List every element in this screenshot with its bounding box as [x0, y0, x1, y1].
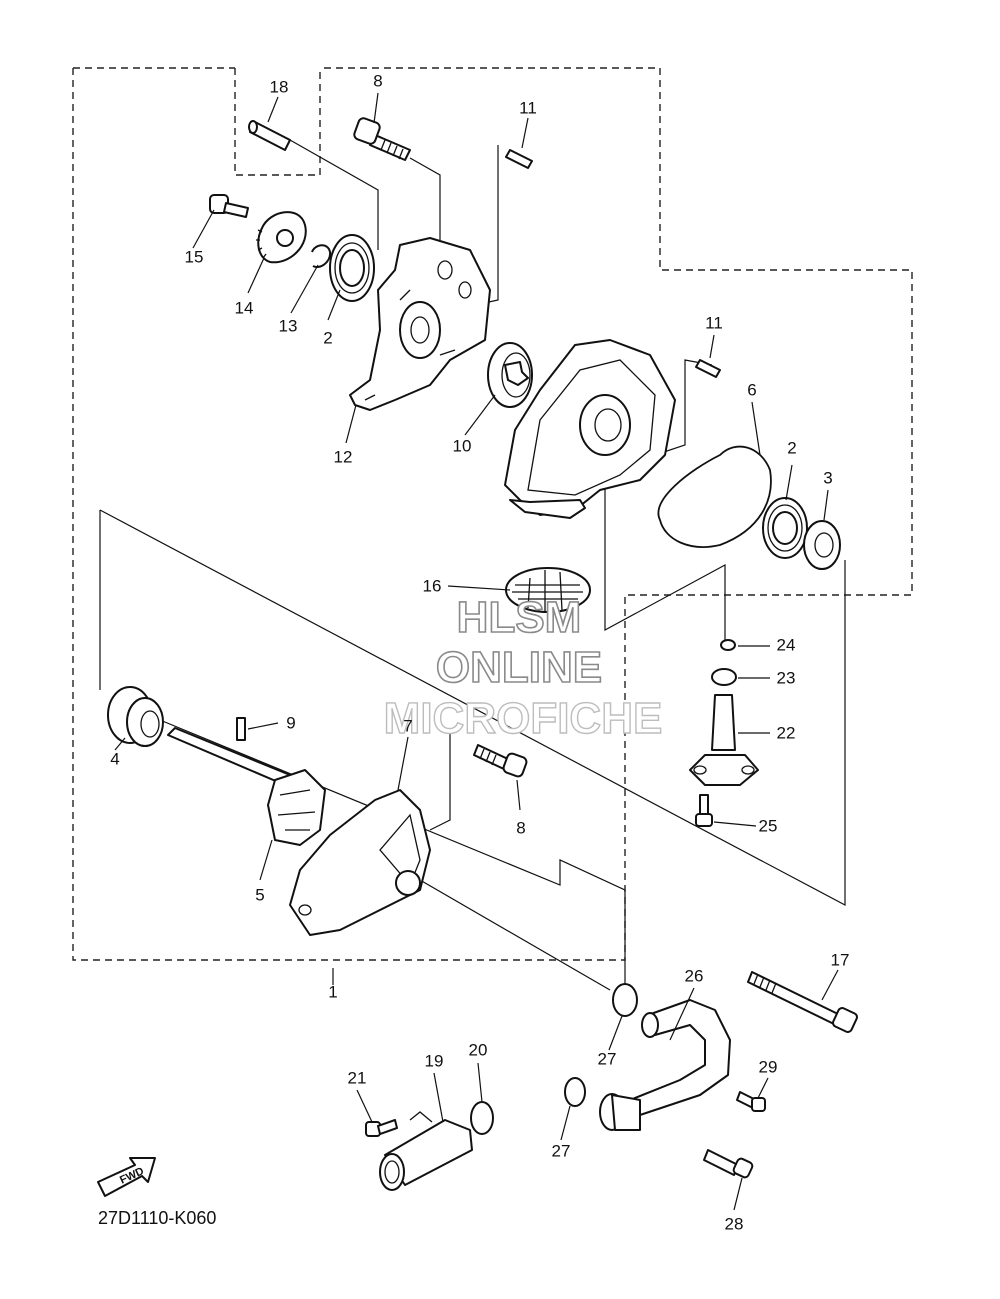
- callout-label: 15: [185, 247, 204, 266]
- part-12-pump-housing: [349, 237, 491, 411]
- callout-label: 14: [235, 298, 254, 317]
- part-21-bolt: [365, 1119, 398, 1137]
- callout-label: 10: [453, 436, 472, 455]
- callout-label: 29: [759, 1057, 778, 1076]
- part-20-o-ring: [470, 1101, 494, 1135]
- part-18-boundary: [234, 68, 321, 176]
- part-29-bolt: [736, 1091, 766, 1112]
- callout-label: 16: [423, 576, 442, 595]
- callout-label: 11: [519, 98, 537, 117]
- callout-label: 27: [598, 1049, 617, 1068]
- part-11-pin-right: [695, 359, 721, 378]
- part-4-mechanical-seal: [107, 686, 164, 747]
- part-5-impeller-shaft: [167, 727, 326, 846]
- callout-labels: 1 2 2 3 4 5 6 7 8 8 9 10 11 11 12 13 14 …: [110, 71, 849, 1233]
- callout-label: 22: [777, 723, 796, 742]
- part-18-dowel-pin: [248, 120, 291, 151]
- pump-cover: [504, 339, 676, 519]
- part-2-bearing-upper: [329, 234, 375, 302]
- callout-label: 20: [469, 1040, 488, 1059]
- part-26-water-pipe: [599, 999, 731, 1131]
- callout-label: 17: [831, 950, 850, 969]
- callout-label: 28: [725, 1214, 744, 1233]
- part-11-pin-upper: [505, 149, 533, 169]
- callout-label: 2: [787, 438, 796, 457]
- part-7-pump-body: [289, 789, 431, 936]
- assembly-boundary-outline: [72, 67, 913, 961]
- callout-label: 13: [279, 316, 298, 335]
- callout-label: 19: [425, 1051, 444, 1070]
- part-23-o-ring: [711, 668, 737, 686]
- fwd-label: FWD: [118, 1165, 146, 1186]
- callout-label: 18: [270, 77, 289, 96]
- part-2-bearing-right: [762, 497, 808, 559]
- callout-label: 27: [552, 1141, 571, 1160]
- callout-label: 5: [255, 885, 264, 904]
- part-25-bolt: [695, 794, 713, 827]
- watermark-line1: HLSM: [457, 593, 582, 642]
- callout-label: 26: [685, 966, 704, 985]
- callout-label: 24: [777, 635, 796, 654]
- callout-leaders: [114, 92, 839, 1211]
- reference-line-cover: [604, 485, 726, 640]
- fwd-arrow-icon: FWD: [97, 1157, 156, 1197]
- part-8-bolt-lower: [473, 744, 528, 778]
- callout-label: 8: [373, 71, 382, 90]
- part-15-bolt: [209, 194, 249, 218]
- part-24-washer: [720, 639, 736, 651]
- part-9-pin: [236, 717, 246, 741]
- diagram-code: 27D1110-K060: [98, 1208, 217, 1228]
- reference-line-left: [99, 509, 846, 906]
- watermark-line3: MICROFICHE: [384, 694, 663, 743]
- callout-label: 2: [323, 328, 332, 347]
- part-6-gasket: [657, 445, 772, 548]
- part-22-shaft-holder: [689, 694, 759, 786]
- callout-label: 12: [334, 447, 353, 466]
- watermark-line2: ONLINE: [436, 643, 602, 692]
- part-14-gear-plate: [256, 211, 307, 264]
- part-8-bolt-upper: [353, 117, 411, 161]
- callout-label: 9: [286, 713, 295, 732]
- reference-line-bolt-8: [429, 730, 451, 831]
- callout-label: 8: [516, 818, 525, 837]
- part-28-bolt: [703, 1149, 754, 1179]
- reference-line-outlet: [419, 879, 611, 991]
- callout-label: 23: [777, 668, 796, 687]
- callout-label: 7: [403, 716, 412, 735]
- watermark: HLSM ONLINE MICROFICHE: [383, 592, 663, 744]
- part-3-oil-seal: [803, 520, 841, 570]
- callout-label: 1: [328, 982, 337, 1001]
- part-27-o-ring-upper: [612, 983, 638, 1017]
- callout-label: 21: [348, 1068, 367, 1087]
- part-10-rotor: [487, 342, 533, 408]
- callout-label: 3: [823, 468, 832, 487]
- reference-line-shaft: [159, 719, 626, 990]
- part-13-circlip: [311, 244, 332, 268]
- part-27-o-ring-lower: [564, 1077, 586, 1107]
- callout-label: 25: [759, 816, 778, 835]
- callout-label: 11: [705, 313, 723, 332]
- callout-label: 4: [110, 749, 119, 768]
- part-19-outlet-pipe: [379, 1111, 473, 1191]
- callout-label: 6: [747, 380, 756, 399]
- part-17-long-bolt: [747, 971, 858, 1033]
